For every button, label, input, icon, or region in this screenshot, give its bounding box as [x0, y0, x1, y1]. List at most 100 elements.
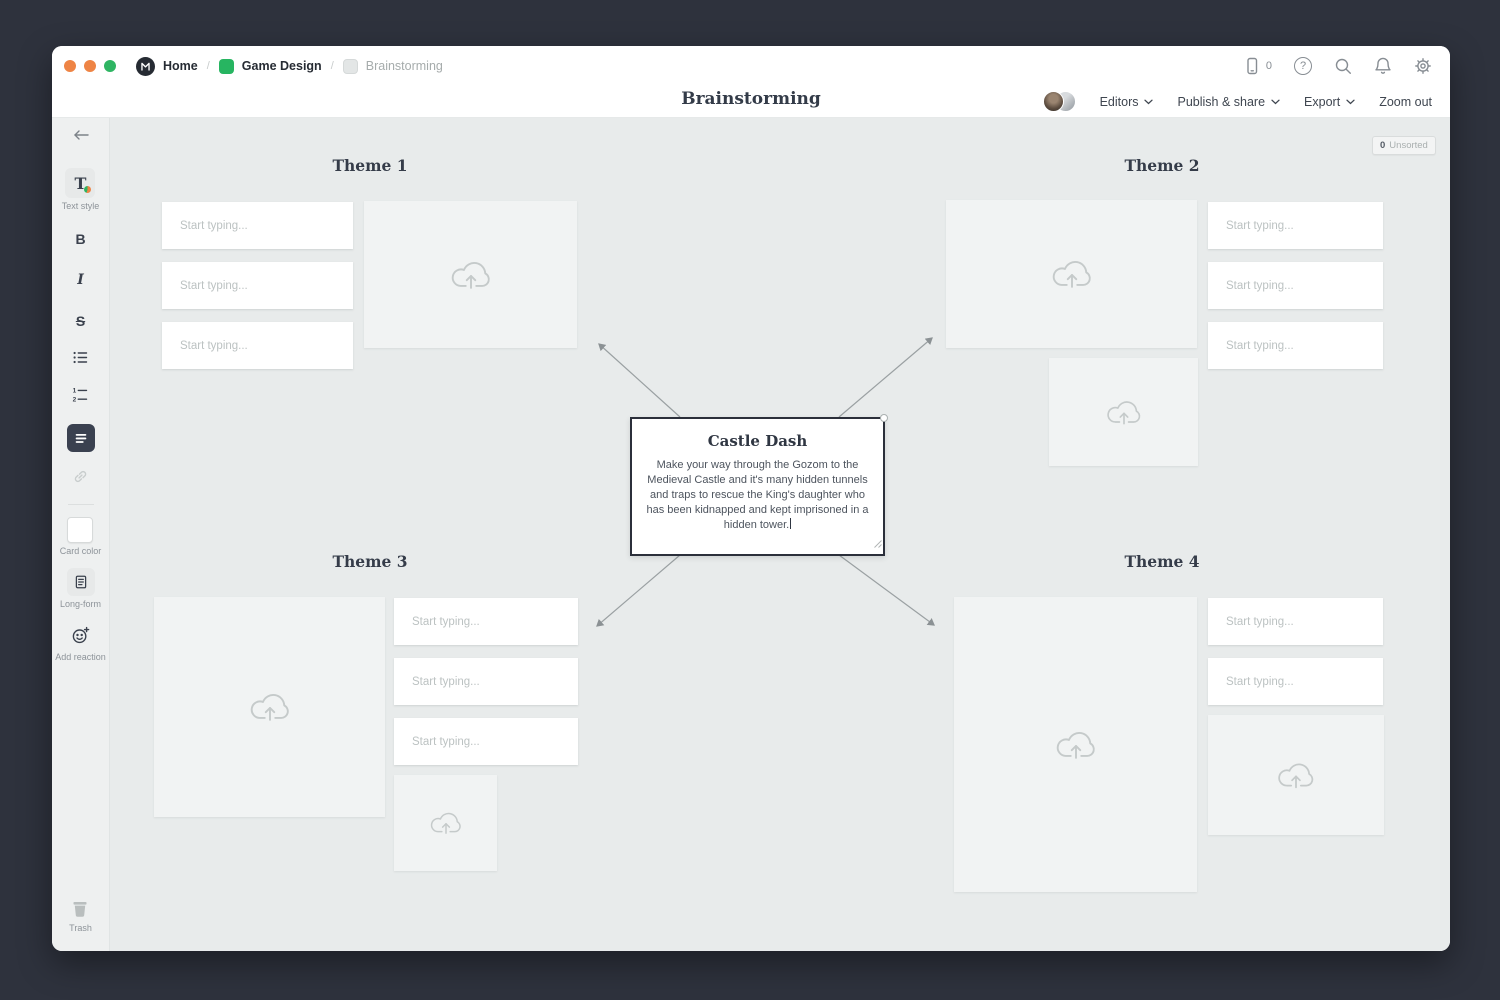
back-arrow-icon	[73, 130, 89, 140]
note-card[interactable]: Start typing...	[1208, 202, 1383, 249]
text-align-icon	[66, 424, 95, 452]
long-form-label: Long-form	[59, 599, 102, 609]
breadcrumb-board[interactable]: Game Design	[241, 59, 322, 73]
cloud-upload-icon	[430, 812, 461, 834]
breadcrumb-home[interactable]: Home	[163, 59, 198, 73]
bullet-list-button[interactable]	[72, 349, 89, 371]
theme-1-title[interactable]: Theme 1	[332, 156, 408, 175]
card-color-label: Card color	[59, 546, 102, 556]
mobile-count-badge: 0	[1265, 60, 1272, 72]
breadcrumb-separator: /	[206, 60, 210, 72]
note-card[interactable]: Start typing...	[1208, 262, 1383, 309]
window-zoom-button[interactable]	[104, 60, 116, 72]
connector-anchor-dot[interactable]	[880, 414, 888, 422]
sidebar-divider	[67, 504, 94, 505]
note-card[interactable]: Start typing...	[394, 718, 578, 765]
theme-2-title[interactable]: Theme 2	[1124, 156, 1200, 175]
italic-button[interactable]: I	[77, 272, 84, 288]
page-title: Brainstorming	[681, 89, 821, 109]
text-cursor	[790, 518, 792, 529]
board-icon-green	[218, 58, 234, 74]
publish-share-menu[interactable]: Publish & share	[1177, 95, 1280, 109]
image-upload-card[interactable]	[946, 200, 1197, 348]
window-minimize-button[interactable]	[84, 60, 96, 72]
long-form-document-icon	[66, 568, 95, 596]
image-upload-card[interactable]	[394, 775, 497, 871]
top-right-icons: 0 ?	[1243, 57, 1432, 75]
trash-label: Trash	[69, 923, 92, 933]
board-icon-gray	[342, 58, 358, 74]
board-canvas[interactable]: 0 Unsorted Theme 1 Theme 2 Theme 3 Theme…	[110, 118, 1450, 951]
trash-icon	[73, 902, 87, 917]
card-color-tool[interactable]: Card color	[59, 517, 102, 556]
center-idea-card-selected[interactable]: Castle Dash Make your way through the Go…	[630, 414, 888, 556]
settings-gear-icon[interactable]	[1414, 57, 1432, 75]
resize-handle[interactable]	[873, 535, 882, 553]
chevron-down-icon	[1144, 99, 1154, 104]
zoom-out-button[interactable]: Zoom out	[1379, 95, 1432, 109]
theme-4-title[interactable]: Theme 4	[1124, 552, 1200, 571]
text-style-icon: T	[65, 168, 96, 198]
notifications-bell-icon[interactable]	[1374, 57, 1392, 75]
chevron-down-icon	[1271, 99, 1280, 104]
breadcrumb-current: Brainstorming	[365, 59, 443, 73]
align-tool-selected[interactable]	[66, 424, 95, 452]
text-style-label: Text style	[61, 201, 100, 211]
trash-tool[interactable]: Trash	[69, 898, 92, 933]
cloud-upload-icon	[451, 261, 490, 289]
editors-menu[interactable]: Editors	[1100, 95, 1154, 109]
note-card[interactable]: Start typing...	[162, 322, 353, 369]
cloud-upload-icon	[1106, 400, 1140, 424]
mobile-app-button[interactable]: 0	[1243, 57, 1272, 75]
note-card[interactable]: Start typing...	[394, 598, 578, 645]
idea-card-title: Castle Dash	[707, 432, 808, 450]
theme-3-title[interactable]: Theme 3	[332, 552, 408, 571]
note-card[interactable]: Start typing...	[1208, 658, 1383, 705]
bullet-list-icon	[73, 351, 88, 364]
cloud-upload-icon	[1056, 731, 1095, 759]
text-style-tool[interactable]: T Text style	[61, 168, 100, 211]
add-reaction-tool[interactable]: Add reaction	[55, 621, 106, 662]
chevron-down-icon	[1346, 99, 1355, 104]
idea-card-body[interactable]: Make your way through the Gozom to the M…	[646, 459, 869, 531]
help-icon[interactable]: ?	[1294, 57, 1312, 75]
note-card[interactable]: Start typing...	[162, 202, 353, 249]
image-upload-card[interactable]	[954, 597, 1197, 892]
cloud-upload-icon	[1052, 260, 1091, 288]
unsorted-badge[interactable]: 0 Unsorted	[1372, 136, 1436, 155]
export-menu[interactable]: Export	[1304, 95, 1355, 109]
svg-text:2: 2	[73, 396, 77, 403]
image-upload-card[interactable]	[154, 597, 385, 817]
note-card[interactable]: Start typing...	[1208, 322, 1383, 369]
zoom-out-label: Zoom out	[1379, 94, 1432, 109]
cloud-upload-icon	[250, 693, 289, 721]
note-card[interactable]: Start typing...	[394, 658, 578, 705]
search-icon[interactable]	[1334, 57, 1352, 75]
strikethrough-button[interactable]: S	[75, 313, 86, 329]
board-header: Brainstorming Editors Publish & share Ex…	[52, 86, 1450, 118]
link-button-disabled[interactable]	[72, 468, 89, 490]
note-card[interactable]: Start typing...	[162, 262, 353, 309]
numbered-list-icon: 12	[73, 388, 88, 403]
long-form-tool[interactable]: Long-form	[60, 568, 101, 609]
add-reaction-smiley-icon	[66, 621, 94, 649]
image-upload-card[interactable]	[1049, 358, 1198, 466]
editor-avatars[interactable]	[1042, 91, 1076, 112]
publish-share-label: Publish & share	[1177, 94, 1266, 109]
image-upload-card[interactable]	[364, 201, 577, 348]
collapse-sidebar-button[interactable]	[73, 128, 89, 146]
app-window: Home / Game Design / Brainstorming 0 ?	[52, 46, 1450, 951]
breadcrumb: Home / Game Design / Brainstorming	[136, 56, 443, 76]
header-actions: Editors Publish & share Export Zoom out	[1042, 86, 1432, 117]
cloud-upload-icon	[1278, 763, 1314, 788]
window-close-button[interactable]	[64, 60, 76, 72]
bold-button[interactable]: B	[75, 231, 86, 247]
note-card[interactable]: Start typing...	[1208, 598, 1383, 645]
export-label: Export	[1304, 94, 1341, 109]
unsorted-count: 0	[1380, 140, 1386, 151]
milanote-logo-icon[interactable]	[136, 56, 155, 76]
image-upload-card[interactable]	[1208, 715, 1384, 835]
